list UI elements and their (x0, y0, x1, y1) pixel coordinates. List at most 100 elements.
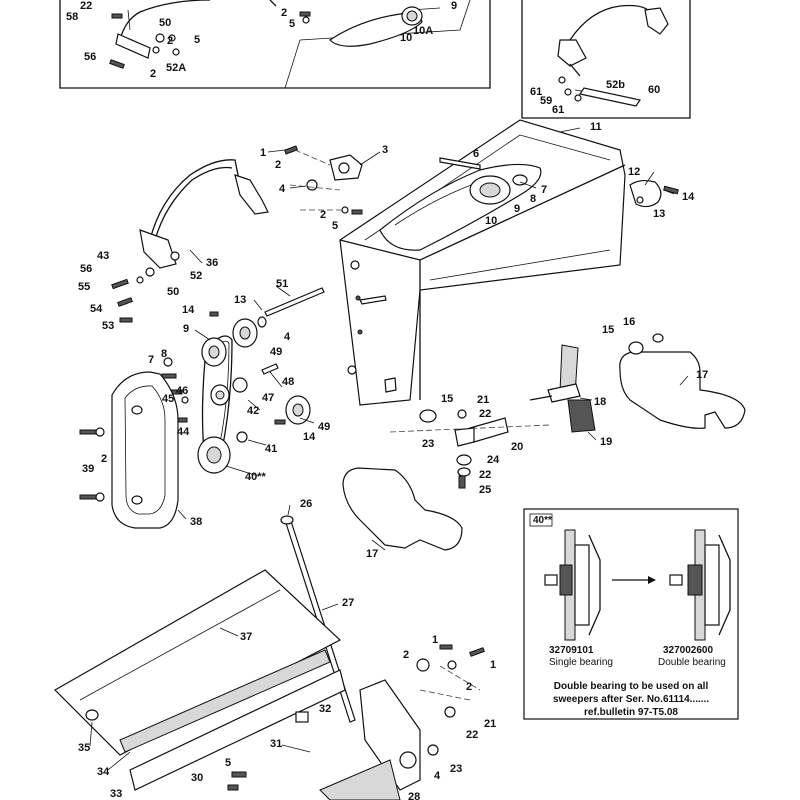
callout-52b: 52b (606, 79, 625, 91)
callout-21: 21 (477, 394, 489, 406)
drive-pulleys (161, 287, 325, 474)
callout-4: 4 (284, 331, 291, 343)
callout-9: 9 (451, 0, 457, 12)
callout-59: 59 (540, 95, 552, 107)
bracket-12 (629, 179, 679, 208)
callout-2: 2 (281, 7, 287, 19)
callout-41: 41 (265, 443, 277, 455)
leader-lines (89, 127, 689, 771)
callout-35: 35 (78, 742, 90, 754)
inset-note-line-2: sweepers after Ser. No.61114....... (553, 694, 709, 705)
inset-title: 40** (533, 515, 552, 526)
callout-33: 33 (110, 788, 122, 800)
callout-2: 2 (275, 159, 281, 171)
callout-11: 11 (590, 121, 602, 133)
callout-5: 5 (289, 18, 295, 30)
callout-8: 8 (161, 348, 167, 360)
callout-1: 1 (432, 634, 438, 646)
single-bearing-pulley (544, 529, 601, 641)
inset-bearing-panel: 40** 32709101 Single bearing 327002600 D… (523, 508, 739, 720)
callout-48: 48 (282, 376, 294, 388)
belt-cover-38 (79, 371, 179, 529)
callout-26: 26 (300, 498, 312, 510)
callout-32: 32 (319, 703, 331, 715)
bolt-16 (652, 333, 664, 343)
detail-box-top-left (59, 0, 491, 89)
detail-box-top-right (521, 0, 691, 119)
side-plate-17-right (619, 351, 746, 429)
inset-note-line-3: ref.bulletin 97-T5.08 (584, 707, 678, 718)
callout-5: 5 (194, 34, 200, 46)
callout-61: 61 (530, 86, 542, 98)
callout-30: 30 (191, 772, 203, 784)
callout-10a: 10A (413, 25, 433, 37)
bracket-assembly-left (111, 159, 269, 323)
callout-2: 2 (167, 35, 173, 47)
callout-14: 14 (182, 304, 195, 316)
callout-7: 7 (148, 354, 154, 366)
callout-40: 40** (245, 471, 267, 483)
callout-45: 45 (162, 393, 174, 405)
double-bearing-part-number: 327002600 (663, 645, 713, 656)
callout-22: 22 (80, 0, 92, 12)
callout-50: 50 (159, 17, 171, 29)
main-housing (339, 119, 626, 406)
callout-18: 18 (594, 396, 606, 408)
callout-1: 1 (490, 659, 496, 671)
callout-14: 14 (682, 191, 695, 203)
lower-frame (54, 515, 485, 800)
callout-4: 4 (279, 183, 286, 195)
callout-2: 2 (101, 453, 107, 465)
callout-61: 61 (552, 104, 564, 116)
callout-10: 10 (400, 32, 412, 44)
callout-34: 34 (97, 766, 110, 778)
callout-42: 42 (247, 405, 259, 417)
callout-28: 28 (408, 791, 420, 800)
callout-13: 13 (234, 294, 246, 306)
callout-49: 49 (318, 421, 330, 433)
double-bearing-pulley (669, 529, 731, 641)
callout-17: 17 (366, 548, 378, 560)
callout-12: 12 (628, 166, 640, 178)
bearing-bracket (389, 409, 551, 489)
callout-56: 56 (80, 263, 92, 275)
callout-1: 1 (260, 147, 266, 159)
callout-44: 44 (177, 426, 190, 438)
callout-2: 2 (150, 68, 156, 80)
double-bearing-caption: Double bearing (658, 657, 726, 668)
callout-31: 31 (270, 738, 282, 750)
single-bearing-part-number: 32709101 (549, 645, 594, 656)
callout-54: 54 (90, 303, 103, 315)
callout-43: 43 (97, 250, 109, 262)
callout-22: 22 (479, 408, 491, 420)
callout-47: 47 (262, 392, 274, 404)
callout-22: 22 (479, 469, 491, 481)
callout-36: 36 (206, 257, 218, 269)
callout-20: 20 (511, 441, 523, 453)
inset-note-line-1: Double bearing to be used on all (554, 681, 709, 692)
callout-25: 25 (479, 484, 491, 496)
callout-9: 9 (183, 323, 189, 335)
callout-2: 2 (466, 681, 472, 693)
callout-2: 2 (403, 649, 409, 661)
callout-39: 39 (82, 463, 94, 475)
callout-labels: 58 22 50 5 2 56 2 52A 2 5 9 10 10A 61 59… (66, 0, 708, 800)
callout-24: 24 (487, 454, 500, 466)
callout-13: 13 (653, 208, 665, 220)
callout-55: 55 (78, 281, 90, 293)
callout-4: 4 (434, 770, 441, 782)
brush-18-19 (529, 344, 596, 433)
callout-53: 53 (102, 320, 114, 332)
callout-58: 58 (66, 11, 78, 23)
callout-15: 15 (602, 324, 614, 336)
shaft-6 (439, 157, 481, 170)
callout-22: 22 (466, 729, 478, 741)
callout-5: 5 (225, 757, 231, 769)
callout-21: 21 (484, 718, 496, 730)
callout-16: 16 (623, 316, 635, 328)
callout-23: 23 (450, 763, 462, 775)
callout-60: 60 (648, 84, 660, 96)
callout-27: 27 (342, 597, 354, 609)
callout-56: 56 (84, 51, 96, 63)
